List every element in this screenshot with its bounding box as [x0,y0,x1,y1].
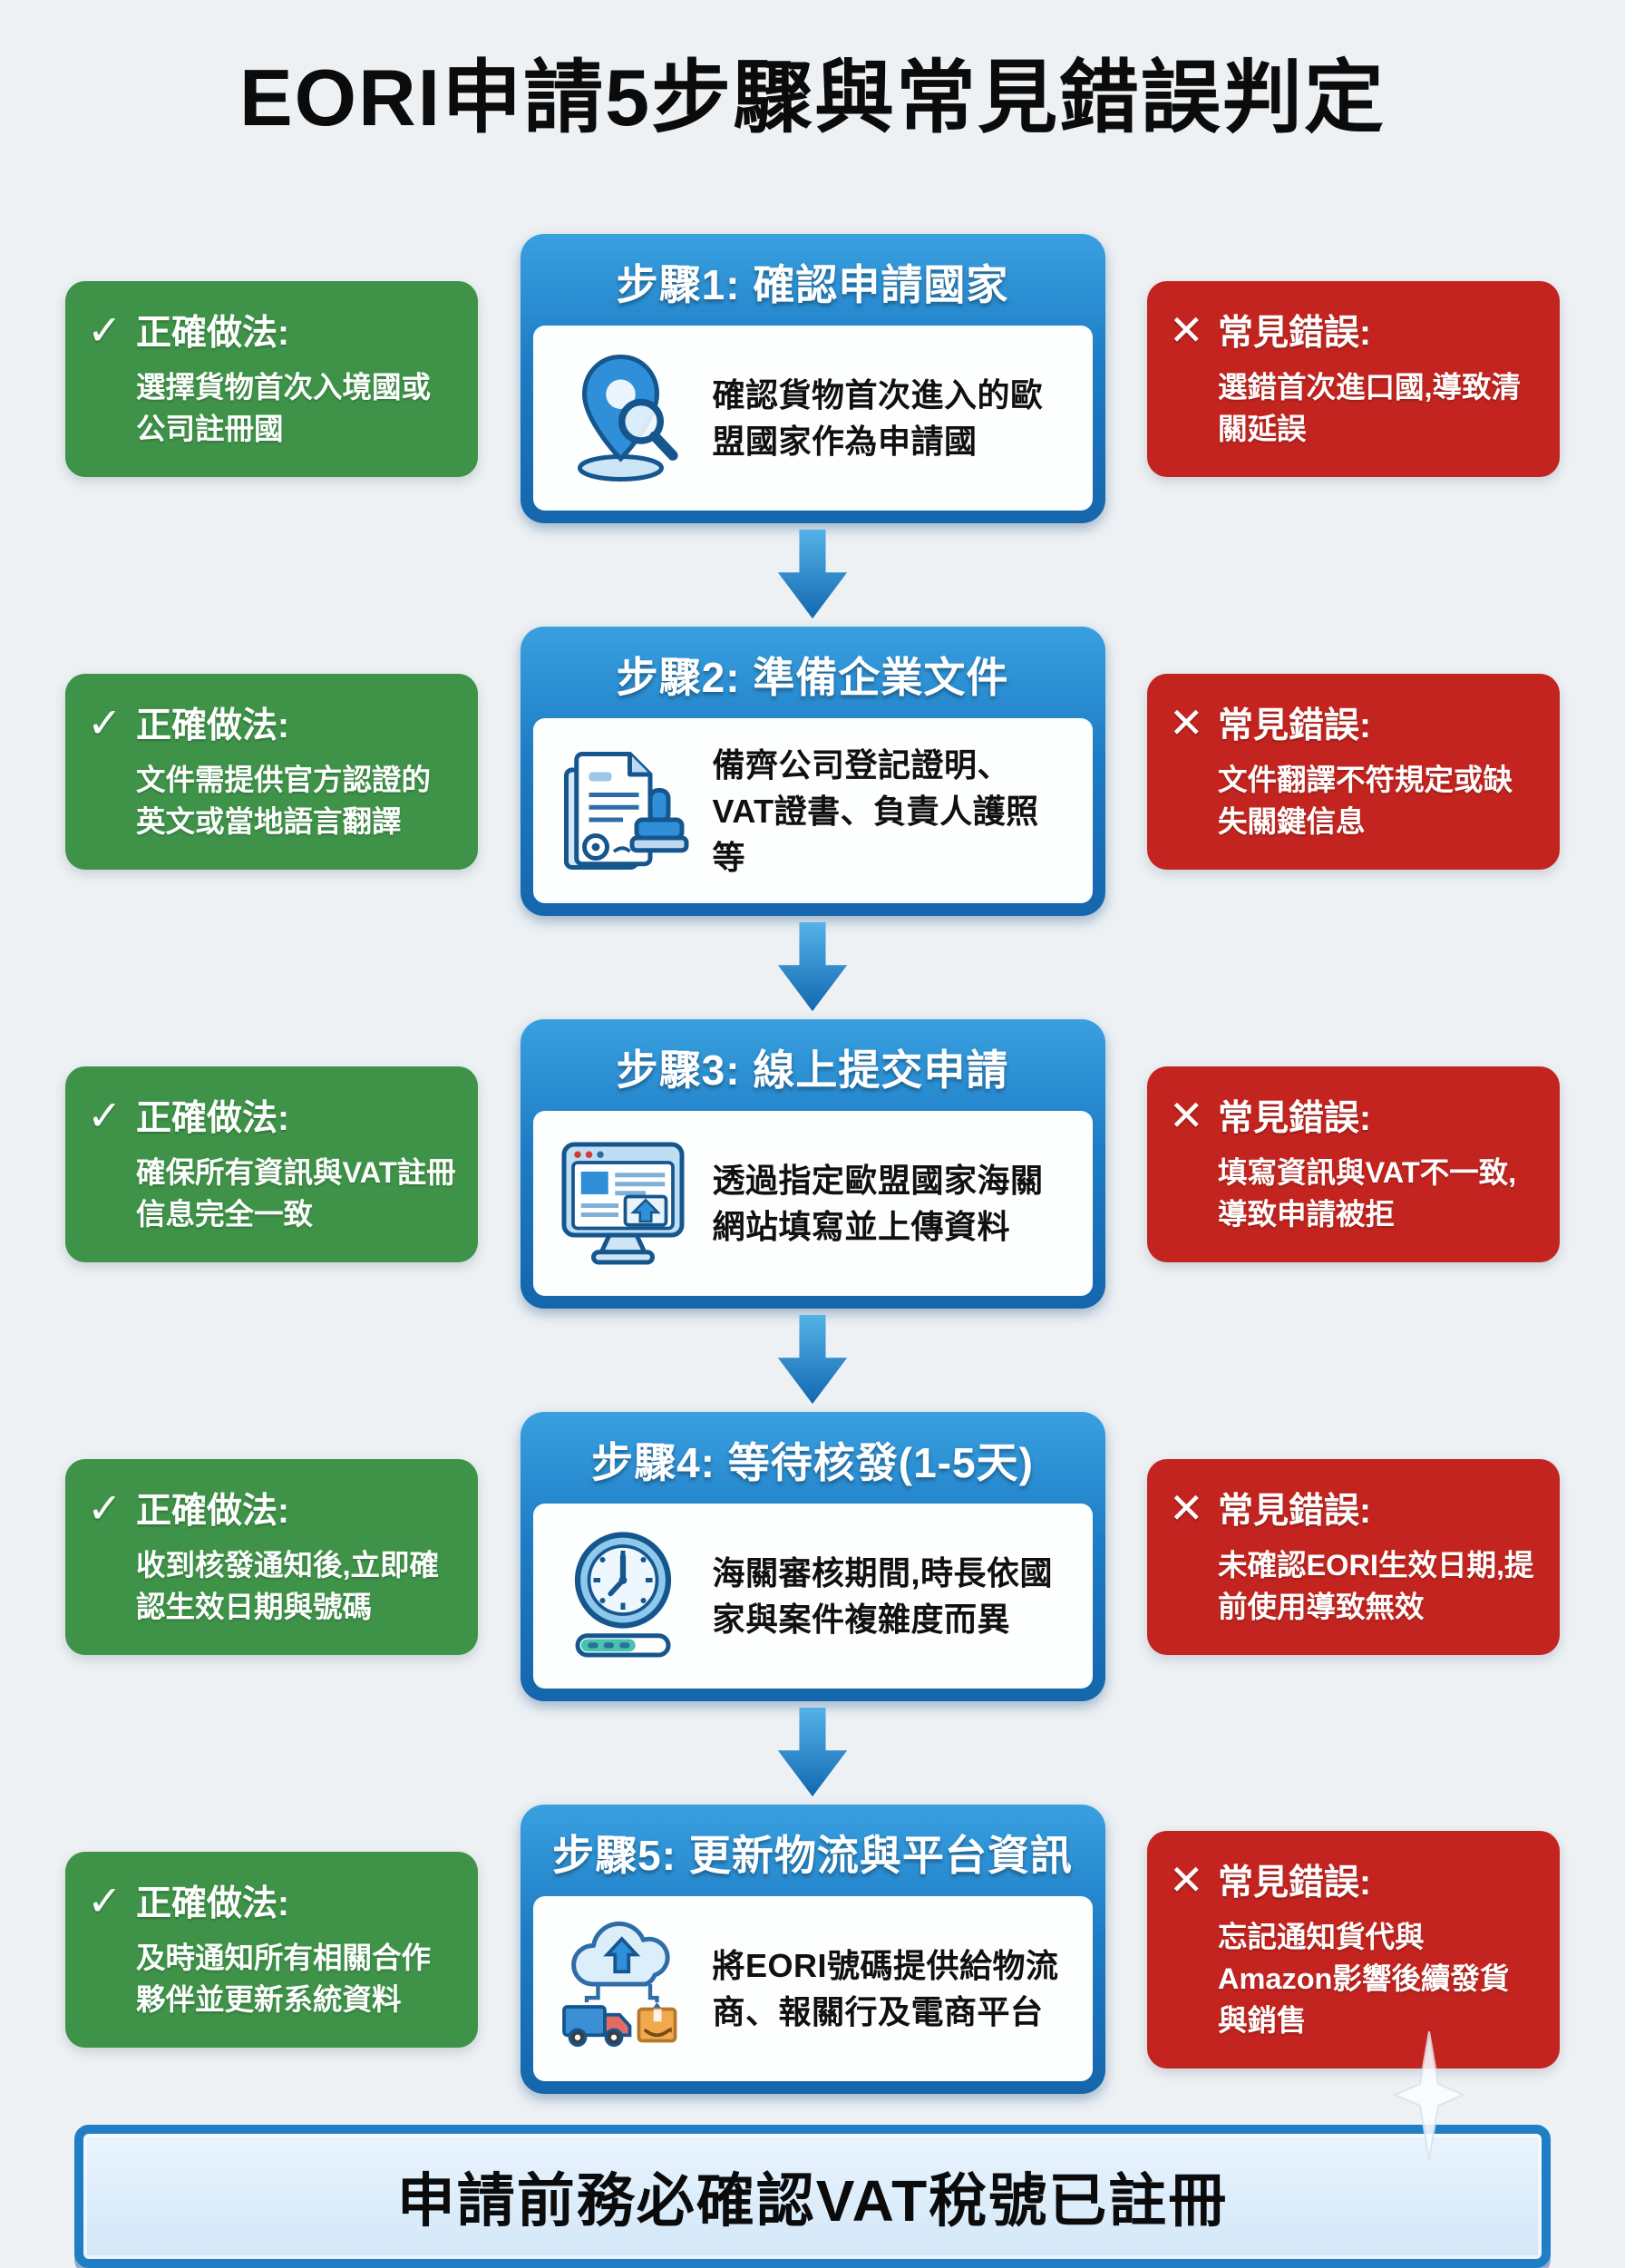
step-header: 步驟5: 更新物流與平台資訊 [552,1832,1073,1880]
correct-box-2: ✓ 正確做法: 文件需提供官方認證的英文或當地語言翻譯 [65,673,478,871]
error-box-2: ✕ 常見錯誤: 文件翻譯不符規定或缺失關鍵信息 [1147,673,1560,871]
cross-icon: ✕ [1169,698,1204,746]
check-icon: ✓ [87,698,122,746]
error-title: 常見錯誤: [1218,1863,1371,1903]
down-arrow-icon [777,922,848,1012]
error-text: 忘記通知貨代與Amazon影響後續發貨與銷售 [1218,1920,1510,2037]
step-card-body: 將EORI號碼提供給物流商、報關行及電商平台 [532,1896,1093,2082]
sparkle-watermark [1392,2031,1466,2160]
correct-text: 及時通知所有相關合作夥伴並更新系統資料 [136,1941,432,2016]
clock-progress-icon [555,1528,691,1664]
error-box-3: ✕ 常見錯誤: 填寫資訊與VAT不一致,導致申請被拒 [1147,1066,1560,1263]
documents-stamp-icon [555,743,691,879]
step-description: 確認貨物首次進入的歐盟國家作為申請國 [712,376,1044,461]
cross-icon: ✕ [1169,1484,1204,1532]
step-header: 步驟4: 等待核發(1-5天) [591,1439,1034,1487]
arrow-row-3 [65,1315,1560,1406]
correct-text: 選擇貨物首次入境國或公司註冊國 [136,370,432,445]
footer-banner: 申請前務必確認VAT稅號已註冊 [74,2125,1551,2268]
step-card-3: 步驟3: 線上提交申請 [520,1019,1105,1309]
correct-title: 正確做法: [136,1884,289,1923]
error-box-5: ✕ 常見錯誤: 忘記通知貨代與Amazon影響後續發貨與銷售 [1147,1830,1560,2069]
check-icon: ✓ [87,306,122,354]
step-card-body: 備齊公司登記證明、VAT證書、負責人護照等 [532,718,1093,904]
step-card-2: 步驟2: 準備企業文件 [520,627,1105,917]
arrow-row-1 [65,530,1560,620]
cross-icon: ✕ [1169,306,1204,354]
correct-box-4: ✓ 正確做法: 收到核發通知後,立即確認生效日期與號碼 [65,1458,478,1656]
location-search-icon [555,350,691,486]
down-arrow-icon [777,530,848,619]
step-row-3: ✓ 正確做法: 確保所有資訊與VAT註冊信息完全一致 步驟3: 線上提交申請 [65,1019,1560,1309]
error-title: 常見錯誤: [1218,313,1371,353]
step-card-body: 透過指定歐盟國家海關網站填寫並上傳資料 [532,1111,1093,1297]
check-icon: ✓ [87,1484,122,1532]
monitor-upload-icon [555,1135,691,1271]
arrow-row-4 [65,1708,1560,1798]
error-title: 常見錯誤: [1218,1491,1371,1531]
error-text: 文件翻譯不符規定或缺失關鍵信息 [1218,763,1513,838]
error-box-1: ✕ 常見錯誤: 選錯首次進口國,導致清關延誤 [1147,280,1560,478]
error-text: 選錯首次進口國,導致清關延誤 [1218,370,1522,445]
step-description: 備齊公司登記證明、VAT證書、負責人護照等 [712,745,1039,876]
step-row-1: ✓ 正確做法: 選擇貨物首次入境國或公司註冊國 步驟1: 確認申請國家 確認貨物… [65,234,1560,524]
down-arrow-icon [777,1315,848,1405]
arrow-row-2 [65,922,1560,1013]
correct-box-5: ✓ 正確做法: 及時通知所有相關合作夥伴並更新系統資料 [65,1851,478,2049]
down-arrow-icon [777,1708,848,1797]
correct-text: 收到核發通知後,立即確認生效日期與號碼 [136,1548,440,1623]
check-icon: ✓ [87,1876,122,1924]
step-card-body: 海關審核期間,時長依國家與案件複雜度而異 [532,1504,1093,1689]
correct-title: 正確做法: [136,706,289,745]
step-description: 海關審核期間,時長依國家與案件複雜度而異 [712,1554,1054,1639]
step-card-5: 步驟5: 更新物流與平台資訊 [520,1805,1105,2095]
error-title: 常見錯誤: [1218,1098,1371,1138]
step-header: 步驟3: 線上提交申請 [616,1046,1009,1095]
error-box-4: ✕ 常見錯誤: 未確認EORI生效日期,提前使用導致無效 [1147,1458,1560,1656]
cross-icon: ✕ [1169,1091,1204,1139]
step-card-body: 確認貨物首次進入的歐盟國家作為申請國 [532,326,1093,511]
infographic-page: EORI申請5步驟與常見錯誤判定 ✓ 正確做法: 選擇貨物首次入境國或公司註冊國… [65,0,1560,2268]
step-header: 步驟1: 確認申請國家 [616,261,1009,309]
correct-text: 確保所有資訊與VAT註冊信息完全一致 [136,1155,456,1231]
error-title: 常見錯誤: [1218,706,1371,745]
step-row-4: ✓ 正確做法: 收到核發通知後,立即確認生效日期與號碼 步驟4: 等待核發(1-… [65,1412,1560,1702]
error-text: 未確認EORI生效日期,提前使用導致無效 [1218,1548,1534,1623]
correct-text: 文件需提供官方認證的英文或當地語言翻譯 [136,763,432,838]
step-row-2: ✓ 正確做法: 文件需提供官方認證的英文或當地語言翻譯 步驟2: 準備企業文件 [65,627,1560,917]
page-title: EORI申請5步驟與常見錯誤判定 [238,53,1387,142]
step-card-1: 步驟1: 確認申請國家 確認貨物首次進入的歐盟國家作為申請國 [520,234,1105,524]
check-icon: ✓ [87,1091,122,1139]
correct-title: 正確做法: [136,1098,289,1138]
step-card-4: 步驟4: 等待核發(1-5天) [520,1412,1105,1702]
correct-box-3: ✓ 正確做法: 確保所有資訊與VAT註冊信息完全一致 [65,1066,478,1263]
correct-title: 正確做法: [136,1491,289,1531]
footer-note: 申請前務必確認VAT稅號已註冊 [396,2168,1229,2234]
step-description: 將EORI號碼提供給物流商、報關行及電商平台 [712,1947,1059,2031]
correct-box-1: ✓ 正確做法: 選擇貨物首次入境國或公司註冊國 [65,280,478,478]
cloud-upload-logistics-icon [555,1921,691,2057]
cross-icon: ✕ [1169,1855,1204,1903]
step-header: 步驟2: 準備企業文件 [616,654,1009,702]
error-text: 填寫資訊與VAT不一致,導致申請被拒 [1218,1155,1517,1231]
step-row-5: ✓ 正確做法: 及時通知所有相關合作夥伴並更新系統資料 步驟5: 更新物流與平台… [65,1805,1560,2095]
correct-title: 正確做法: [136,313,289,353]
step-description: 透過指定歐盟國家海關網站填寫並上傳資料 [712,1162,1044,1246]
